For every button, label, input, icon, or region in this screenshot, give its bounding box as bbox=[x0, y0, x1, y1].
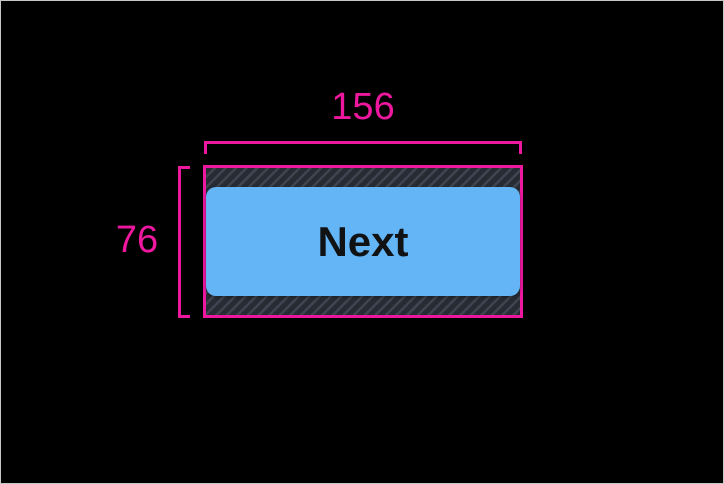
height-dimension-label: 76 bbox=[115, 219, 159, 261]
width-dimension-line bbox=[204, 141, 522, 154]
next-button[interactable]: Next bbox=[206, 187, 520, 296]
selected-widget-outline: Next bbox=[203, 165, 523, 318]
height-dimension-line bbox=[178, 166, 190, 318]
width-dimension-label: 156 bbox=[331, 86, 395, 128]
